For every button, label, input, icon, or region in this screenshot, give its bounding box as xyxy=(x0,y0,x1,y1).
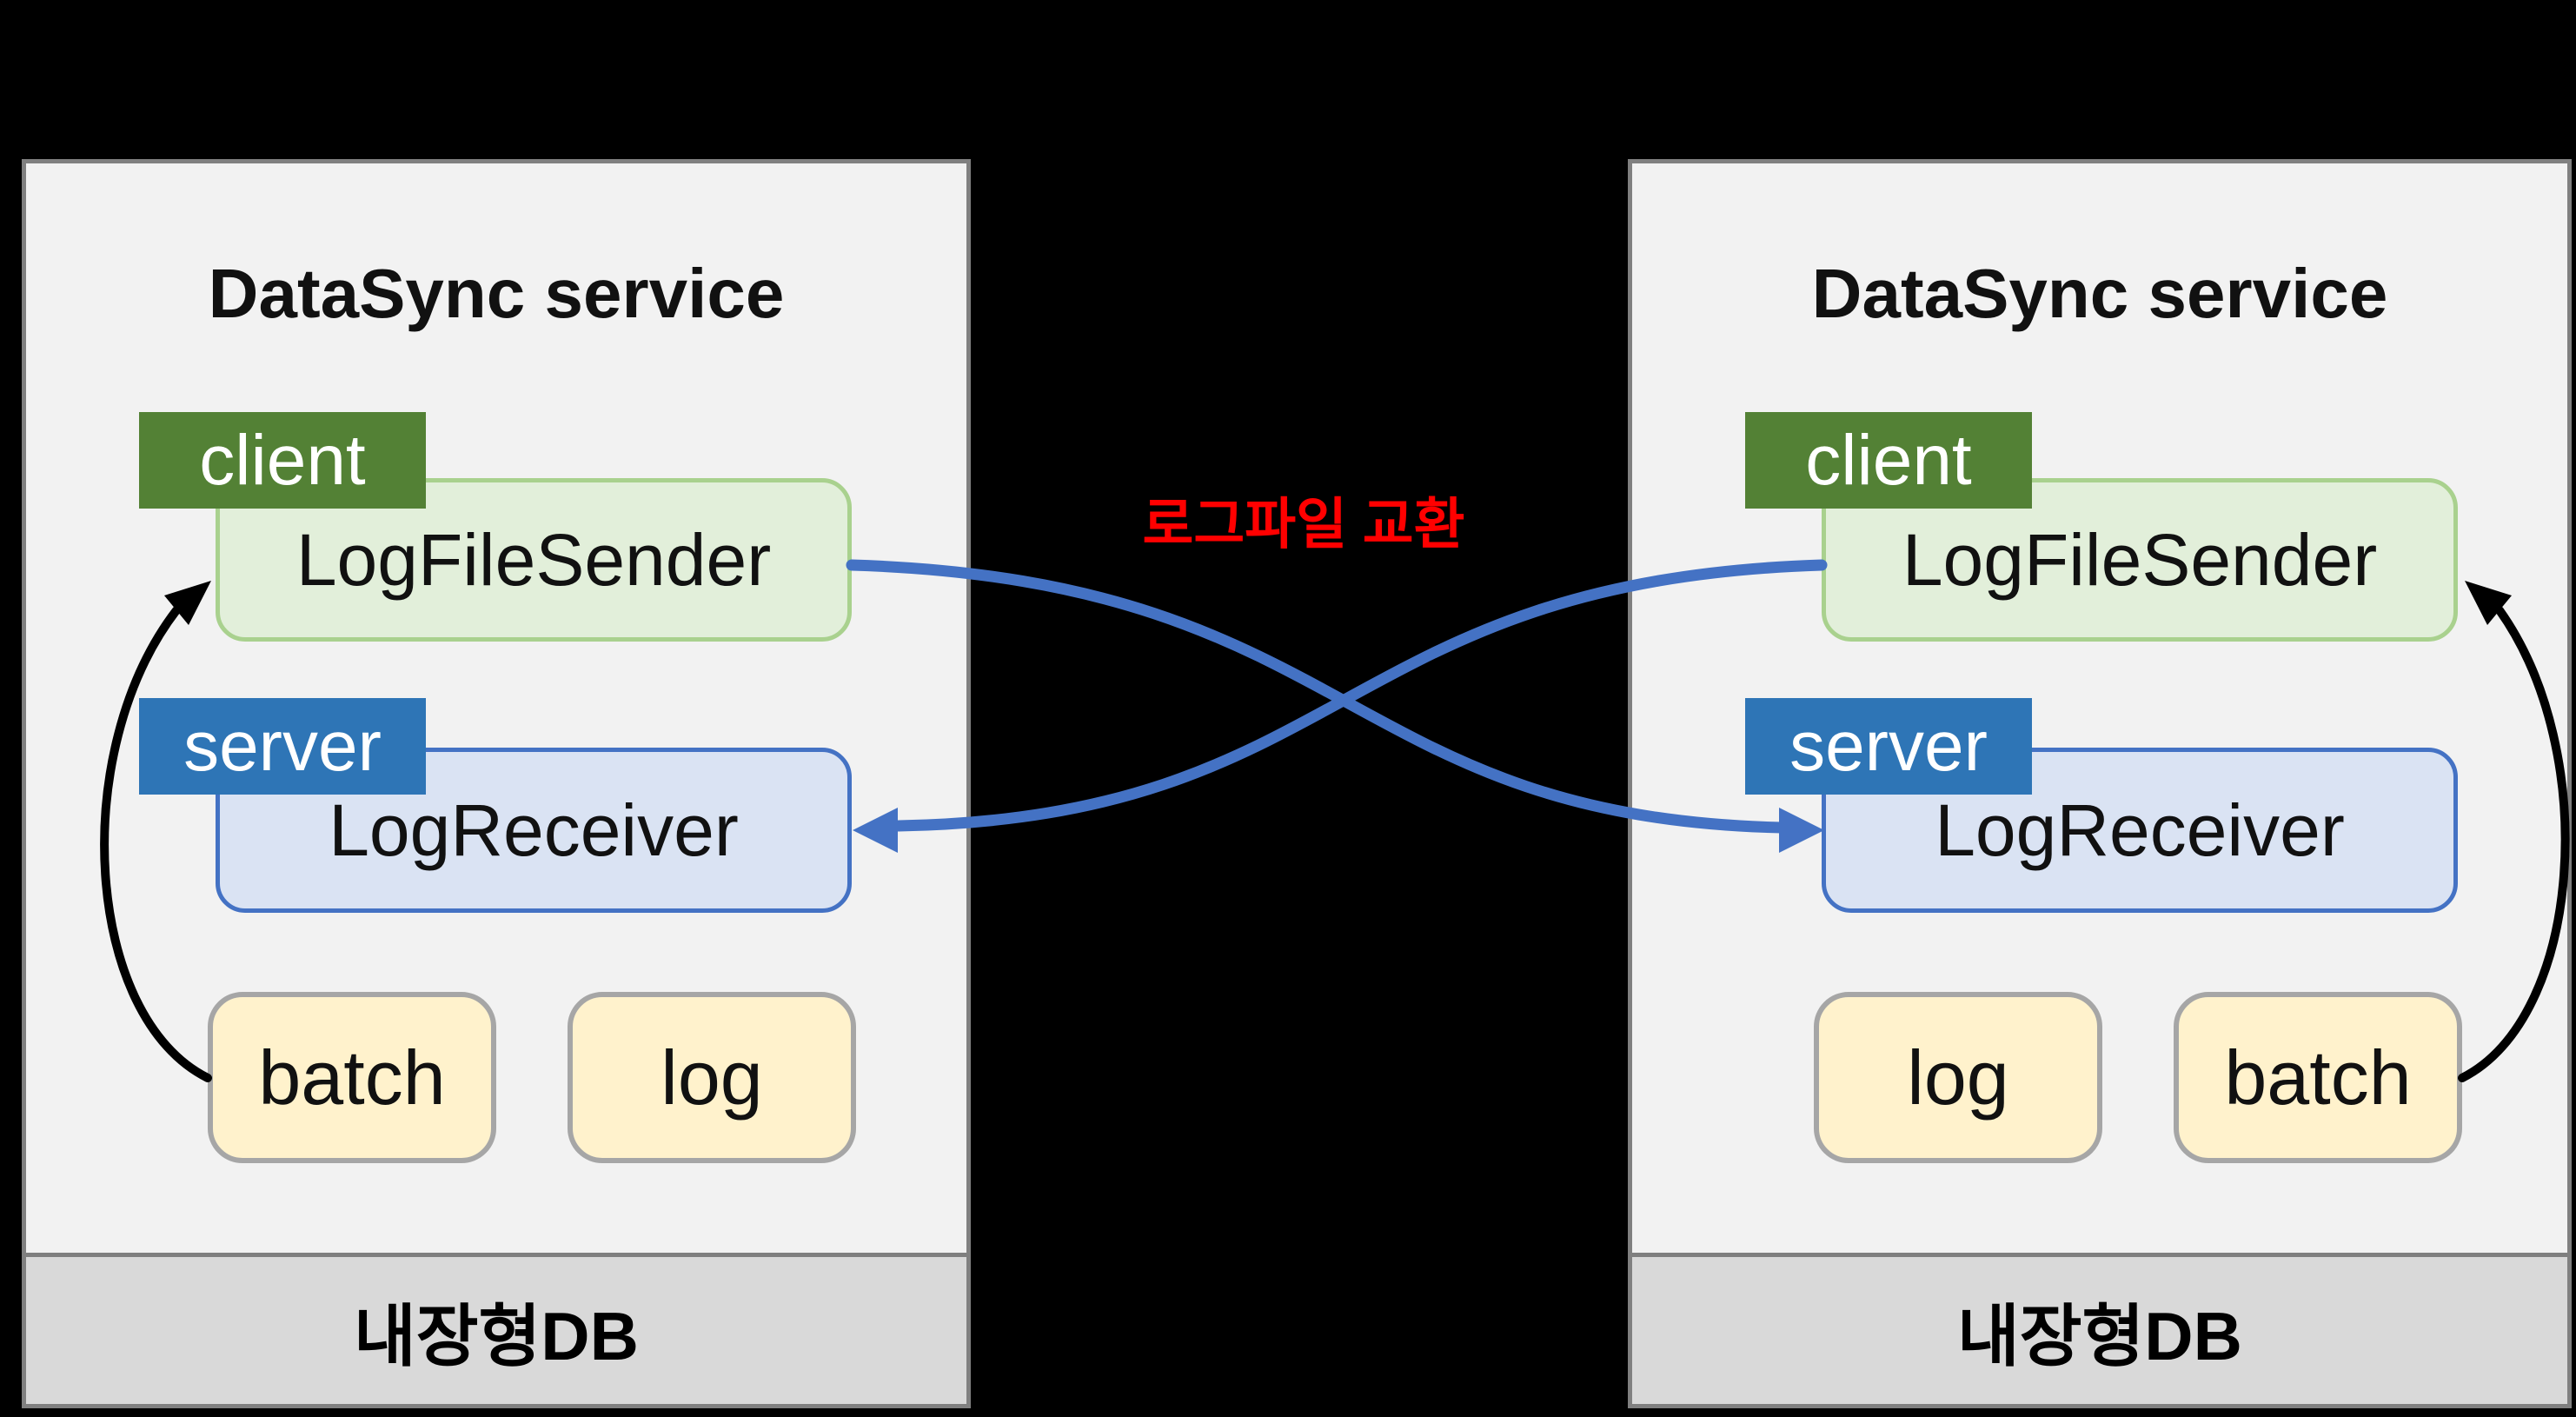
log-label: log xyxy=(661,1034,763,1121)
client-badge-label: client xyxy=(1805,420,1972,500)
datasync-panel-left: DataSync service client LogFileSender se… xyxy=(22,159,971,1408)
embedded-db-bar: 내장형DB xyxy=(1632,1253,2567,1404)
embedded-db-label: 내장형DB xyxy=(1957,1297,2242,1374)
logfile-exchange-label: 로그파일 교환 xyxy=(1142,493,1465,555)
logreceiver-label: LogReceiver xyxy=(329,788,739,871)
panel-title: DataSync service xyxy=(1811,255,2388,332)
server-badge-label: server xyxy=(1789,706,1988,786)
client-badge-label: client xyxy=(199,420,366,500)
logreceiver-label: LogReceiver xyxy=(1935,788,2345,871)
log-box: log xyxy=(1814,992,2102,1163)
logfilesender-label: LogFileSender xyxy=(1902,518,2378,601)
server-badge: server xyxy=(139,698,426,795)
client-badge: client xyxy=(1745,412,2032,509)
batch-box: batch xyxy=(2174,992,2462,1163)
logfilesender-box: LogFileSender xyxy=(216,478,852,642)
panel-title: DataSync service xyxy=(208,255,785,332)
logreceiver-box: LogReceiver xyxy=(216,748,852,913)
server-badge-label: server xyxy=(183,706,382,786)
log-box: log xyxy=(568,992,856,1163)
embedded-db-bar: 내장형DB xyxy=(26,1253,966,1404)
server-badge: server xyxy=(1745,698,2032,795)
logreceiver-box: LogReceiver xyxy=(1822,748,2458,913)
logfilesender-label: LogFileSender xyxy=(295,518,772,601)
batch-label: batch xyxy=(258,1034,446,1121)
client-badge: client xyxy=(139,412,426,509)
log-label: log xyxy=(1907,1034,2009,1121)
batch-box: batch xyxy=(208,992,496,1163)
embedded-db-label: 내장형DB xyxy=(354,1297,639,1374)
batch-label: batch xyxy=(2224,1034,2412,1121)
datasync-panel-right: DataSync service client LogFileSender se… xyxy=(1628,159,2572,1408)
